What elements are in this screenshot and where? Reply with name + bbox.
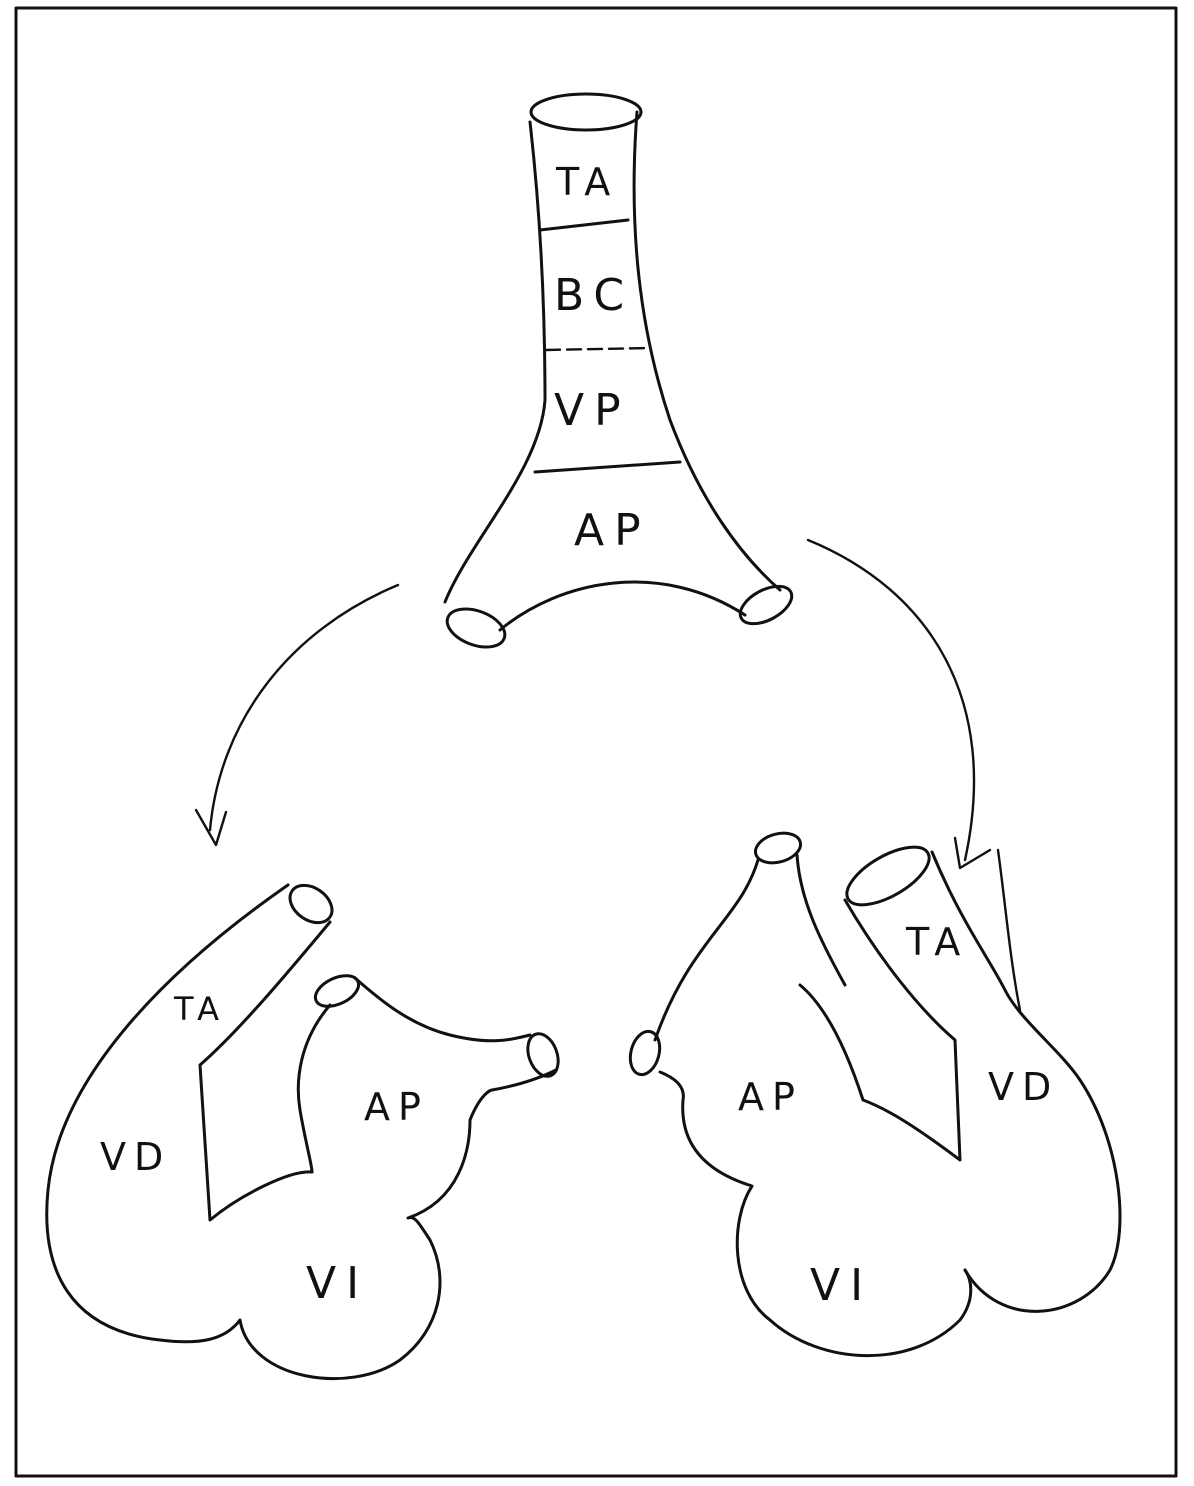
trunk-label-ta: TA [555, 160, 618, 204]
trunk-top-opening [531, 94, 641, 130]
trunk-left-branch-opening [442, 602, 510, 654]
arrow-right-curve [808, 540, 974, 860]
right-heart-label-vi: VI [810, 1260, 873, 1311]
arrow-right [808, 540, 990, 868]
left-heart-label-vd: VD [100, 1135, 171, 1179]
trunk-label-bc: BC [554, 270, 634, 321]
arrow-left-curve [210, 585, 398, 830]
trunk-divider-3 [535, 462, 680, 472]
right-heart-label-ap: AP [738, 1075, 803, 1119]
left-heart-outline [47, 885, 556, 1379]
right-heart-ap-branch-opening [626, 1028, 664, 1078]
right-heart-label-vd: VD [988, 1065, 1059, 1109]
left-heart-label-ap: AP [364, 1085, 429, 1129]
left-heart-label-vi: VI [306, 1258, 369, 1309]
left-heart-label-ta: TA [173, 990, 225, 1028]
right-heart: TA AP VD VI [626, 829, 1120, 1356]
page-border [16, 8, 1176, 1476]
arrow-left [196, 585, 398, 845]
right-heart-vi-outline [660, 1072, 971, 1356]
trunk-divider-2-dashed [546, 348, 650, 350]
trunk-label-ap: AP [574, 505, 651, 556]
arrow-right-head [955, 838, 990, 868]
right-heart-ta-opening [838, 836, 938, 917]
trunk-right-branch-opening [734, 579, 798, 632]
right-heart-ap-outline [655, 855, 845, 1040]
left-heart: TA AP VD VI [47, 878, 564, 1379]
right-heart-label-ta: TA [905, 920, 968, 964]
trunk-label-vp: VP [554, 385, 631, 436]
left-heart-ta-tube [200, 922, 330, 1220]
left-heart-ap-branch-opening [522, 1030, 563, 1081]
left-heart-ap-opening [311, 969, 364, 1012]
trunk-divider-1 [540, 220, 628, 230]
common-arterial-trunk: TA BC VP AP [442, 94, 798, 654]
